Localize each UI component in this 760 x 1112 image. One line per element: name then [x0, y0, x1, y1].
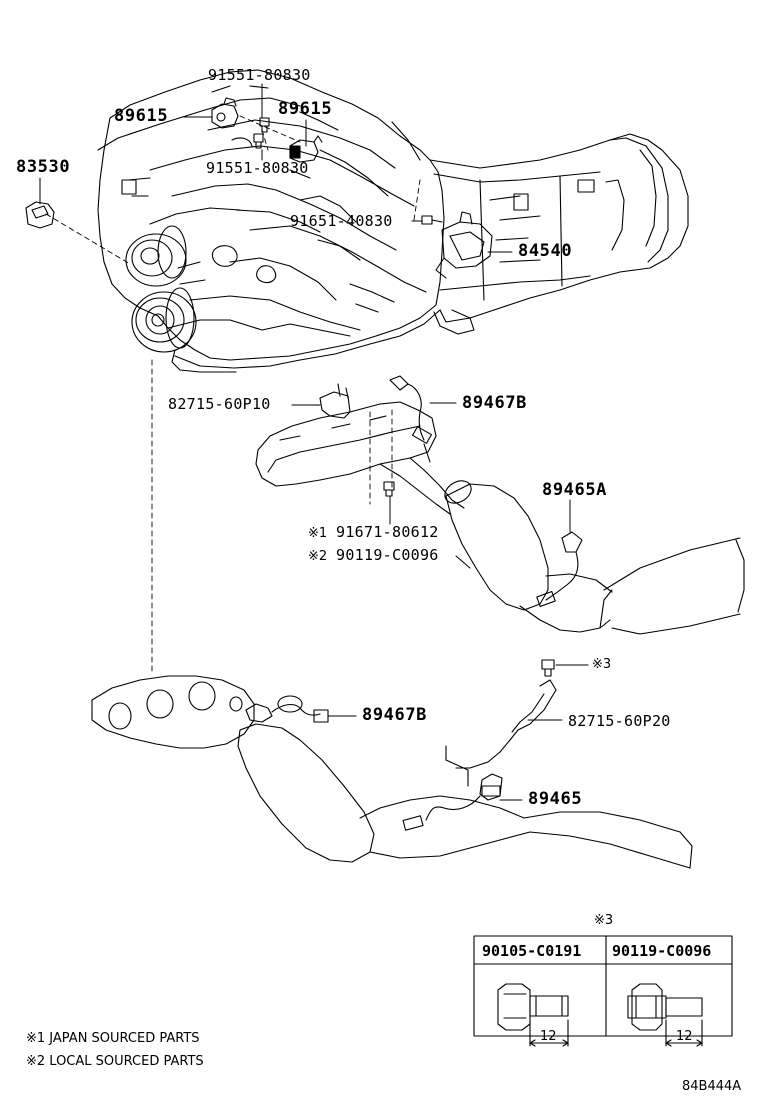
table-head-90105[interactable]: 90105-C0191 — [482, 942, 582, 960]
leader-lines — [39, 83, 589, 801]
upper-catalytic-converter — [444, 480, 745, 635]
label-89467B-bottom[interactable]: 89467B — [362, 705, 428, 725]
oxygen-sensor-89465 — [402, 773, 503, 831]
lower-catalytic-converter — [237, 723, 693, 869]
table-dim-2: 12 — [676, 1029, 693, 1044]
label-84540[interactable]: 84540 — [518, 241, 573, 261]
label-82715-60P20[interactable]: 82715-60P20 — [568, 712, 671, 730]
bolt-91651 — [421, 215, 443, 225]
label-82715-60P10[interactable]: 82715-60P10 — [168, 395, 271, 413]
front-pulleys — [125, 225, 197, 353]
upper-exhaust-manifold — [255, 401, 465, 515]
marker-2: ※2 — [308, 549, 328, 564]
bolt-91551-top — [259, 117, 270, 133]
bolt-91551-bottom — [253, 133, 264, 149]
figure-code: 84B444A — [682, 1079, 742, 1094]
callout-table — [473, 935, 733, 1047]
bolt-mark3 — [541, 659, 555, 677]
legend-note-japan: ※1 JAPAN SOURCED PARTS — [26, 1031, 200, 1046]
label-90119[interactable]: 90119-C0096 — [336, 546, 439, 564]
switch-84540 — [435, 211, 493, 279]
label-91551-bottom[interactable]: 91551-80830 — [206, 159, 309, 177]
oxygen-sensor-89465A — [536, 531, 583, 607]
lower-exhaust-manifold — [91, 675, 255, 749]
sensor-89615-right — [289, 135, 323, 163]
table-head-90119[interactable]: 90119-C0096 — [612, 942, 712, 960]
label-89615-right[interactable]: 89615 — [278, 99, 333, 119]
sensor-89615-left — [211, 97, 239, 129]
label-89467B-top[interactable]: 89467B — [462, 393, 528, 413]
dashed-leaders — [45, 115, 421, 673]
oxygen-sensor-89467B-bottom — [245, 695, 329, 723]
sensor-83530 — [25, 201, 55, 229]
marker-1: ※1 — [308, 526, 328, 541]
label-91651[interactable]: 91651-40830 — [290, 212, 393, 230]
bolt-91671 — [383, 481, 395, 497]
bracket-82715-60P20 — [445, 679, 557, 787]
table-marker-3: ※3 — [594, 913, 614, 928]
label-91671[interactable]: 91671-80612 — [336, 523, 439, 541]
oxygen-sensor-89467B-top — [389, 375, 432, 463]
label-89465[interactable]: 89465 — [528, 789, 583, 809]
legend-note-local: ※2 LOCAL SOURCED PARTS — [26, 1054, 204, 1069]
table-dim-1: 12 — [540, 1029, 557, 1044]
transmission — [429, 133, 689, 335]
label-83530[interactable]: 83530 — [16, 157, 71, 177]
label-91551-top[interactable]: 91551-80830 — [208, 66, 311, 84]
label-89615-left[interactable]: 89615 — [114, 106, 169, 126]
label-89465A[interactable]: 89465A — [542, 480, 608, 500]
bracket-82715-60P10 — [319, 383, 351, 419]
marker-3: ※3 — [592, 657, 612, 672]
